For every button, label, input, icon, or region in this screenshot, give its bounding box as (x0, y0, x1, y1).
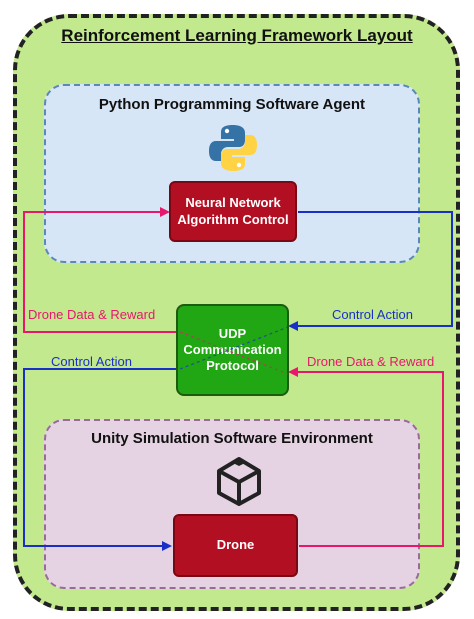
drone-node: Drone (173, 514, 298, 577)
neural-line2: Algorithm Control (177, 211, 289, 227)
edge-udp-to-neural (23, 207, 176, 333)
edge-label-bottom-right: Drone Data & Reward (307, 354, 435, 369)
python-logo-icon (209, 125, 257, 171)
udp-protocol-node: UDP Communication Protocol (176, 304, 289, 396)
edge-label-top-right: Control Action (332, 307, 413, 322)
edge-drone-to-udp (288, 367, 444, 547)
neural-line1: Neural Network (185, 195, 281, 211)
unity-panel-title: Unity Simulation Software Environment (91, 430, 373, 447)
edge-label-bottom-left: Control Action (51, 354, 132, 369)
udp-line3: Protocol (206, 358, 259, 374)
neural-network-node: Neural Network Algorithm Control (169, 181, 297, 242)
diagram-title: Reinforcement Learning Framework Layout (61, 26, 413, 45)
udp-line1: UDP (218, 325, 247, 341)
python-panel-title: Python Programming Software Agent (98, 96, 366, 113)
edge-neural-to-udp (288, 211, 453, 331)
edge-udp-to-drone (23, 368, 176, 551)
drone-label: Drone (216, 537, 255, 553)
udp-line2: Communication (183, 341, 282, 357)
unity-logo-icon (217, 457, 261, 506)
edge-label-top-left: Drone Data & Reward (28, 307, 156, 322)
